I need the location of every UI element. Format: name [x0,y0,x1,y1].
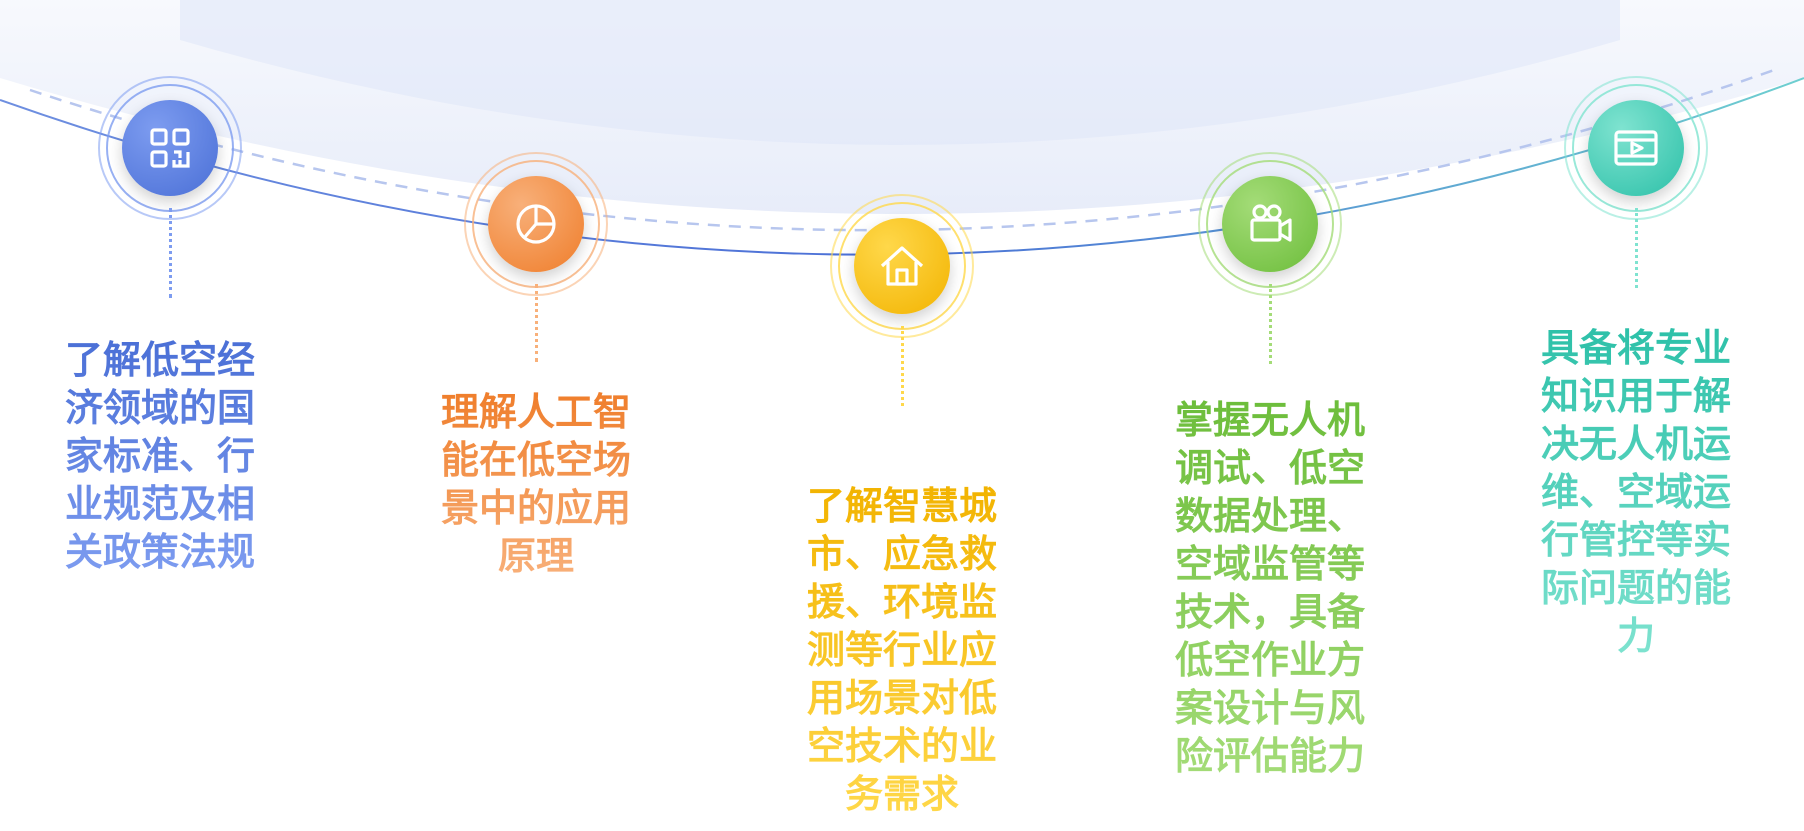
node-connector [901,326,904,406]
step-description-1: 了解低空经济领域的国家标准、行业规范及相关政策法规 [65,336,275,576]
step-description-4: 掌握无人机调试、低空数据处理、空域监管等技术，具备低空作业方案设计与风险评估能力 [1165,396,1375,780]
node-disc [1222,176,1318,272]
video-camera-icon [1250,204,1292,242]
qr-grid-icon [150,128,190,168]
node-disc [854,218,950,314]
step-description-3: 了解智慧城市、应急救援、环境监测等行业应用场景对低空技术的业务需求 [797,482,1007,818]
step-description-2: 理解人工智能在低空场景中的应用原理 [431,388,641,580]
node-connector [1269,284,1272,364]
pie-chart-icon [516,204,556,244]
video-play-icon [1614,130,1658,166]
node-disc [1588,100,1684,196]
node-disc [488,176,584,272]
node-connector [1635,208,1638,288]
house-icon [880,246,924,286]
node-connector [169,208,172,298]
node-connector [535,284,538,362]
node-disc [122,100,218,196]
step-description-5: 具备将专业知识用于解决无人机运维、空域运行管控等实际问题的能力 [1531,324,1741,660]
arc-band-inner [180,0,1620,145]
